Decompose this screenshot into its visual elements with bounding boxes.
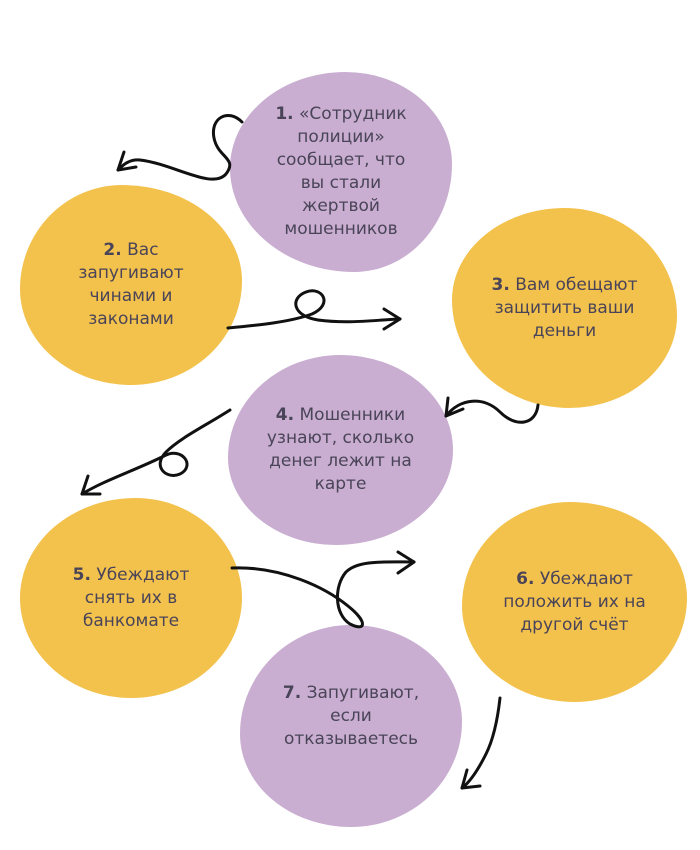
arrow-5-to-6 xyxy=(230,550,416,629)
arrow-6-to-7 xyxy=(460,696,502,790)
step-1-label: «Сотрудник полиции» сообщает, что вы ста… xyxy=(276,104,407,239)
step-4-number: 4. xyxy=(275,405,295,425)
step-7-number: 7. xyxy=(282,682,302,703)
step-7-text: 7. Запугивают, если отказываетесь xyxy=(266,682,436,751)
step-5-label: Убеждают снять их в банкомате xyxy=(82,564,190,631)
step-3-text: 3. Вам обещают защитить ваши деньги xyxy=(480,274,650,343)
step-2-label: Вас запугивают чинами и законами xyxy=(78,240,184,329)
step-7-bubble: 7. Запугивают, если отказываетесь xyxy=(240,625,462,827)
arrow-4-to-5 xyxy=(80,408,232,496)
arrow-1-to-2 xyxy=(116,114,244,181)
step-3-number: 3. xyxy=(491,274,510,295)
arrow-2-to-3 xyxy=(226,289,402,331)
arrow-3-to-4 xyxy=(444,396,540,424)
step-2-bubble: 2. Вас запугивают чинами и законами xyxy=(20,185,242,385)
step-4-text: 4. Мошенники узнают, сколько денег лежит… xyxy=(256,404,426,496)
step-5-bubble: 5. Убеждают снять их в банкомате xyxy=(20,498,242,698)
step-5-text: 5. Убеждают снять их в банкомате xyxy=(56,564,206,633)
step-6-bubble: 6. Убеждают положить их на другой счёт xyxy=(462,502,687,702)
step-2-text: 2. Вас запугивают чинами и законами xyxy=(61,239,201,331)
step-6-text: 6. Убеждают положить их на другой счёт xyxy=(495,568,655,637)
step-1-bubble: 1. «Сотрудник полиции» сообщает, что вы … xyxy=(230,72,452,272)
step-4-bubble: 4. Мошенники узнают, сколько денег лежит… xyxy=(228,355,453,545)
step-3-label: Вам обещают защитить ваши деньги xyxy=(494,274,638,341)
step-5-number: 5. xyxy=(72,564,91,585)
step-6-number: 6. xyxy=(516,568,535,589)
step-4-label: Мошенники узнают, сколько денег лежит на… xyxy=(266,405,415,494)
step-3-bubble: 3. Вам обещают защитить ваши деньги xyxy=(452,208,677,408)
step-1-number: 1. xyxy=(275,104,294,124)
step-7-label: Запугивают, если отказываетесь xyxy=(283,682,420,749)
step-2-number: 2. xyxy=(103,240,122,260)
step-1-text: 1. «Сотрудник полиции» сообщает, что вы … xyxy=(266,103,416,241)
step-6-label: Убеждают положить их на другой счёт xyxy=(503,568,646,635)
